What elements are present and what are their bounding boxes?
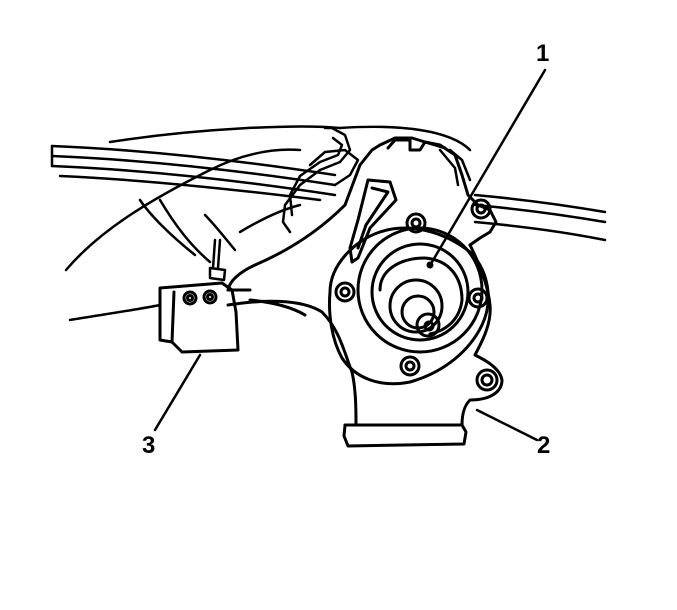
brake-hose [210,128,470,280]
steering-knuckle [228,138,502,446]
callout-3: 3 [142,432,156,459]
leader-line-2 [477,410,537,440]
leader-lines [155,70,545,440]
leaf-spring [52,146,605,240]
frame-outline [66,127,470,320]
sensor-bracket [160,283,250,352]
leader-line-1 [432,70,545,262]
leader-line-3 [155,355,200,430]
callout-2: 2 [537,432,551,459]
callout-1: 1 [536,40,550,67]
bolt-holes [336,200,497,390]
hub-bearing [358,228,482,352]
